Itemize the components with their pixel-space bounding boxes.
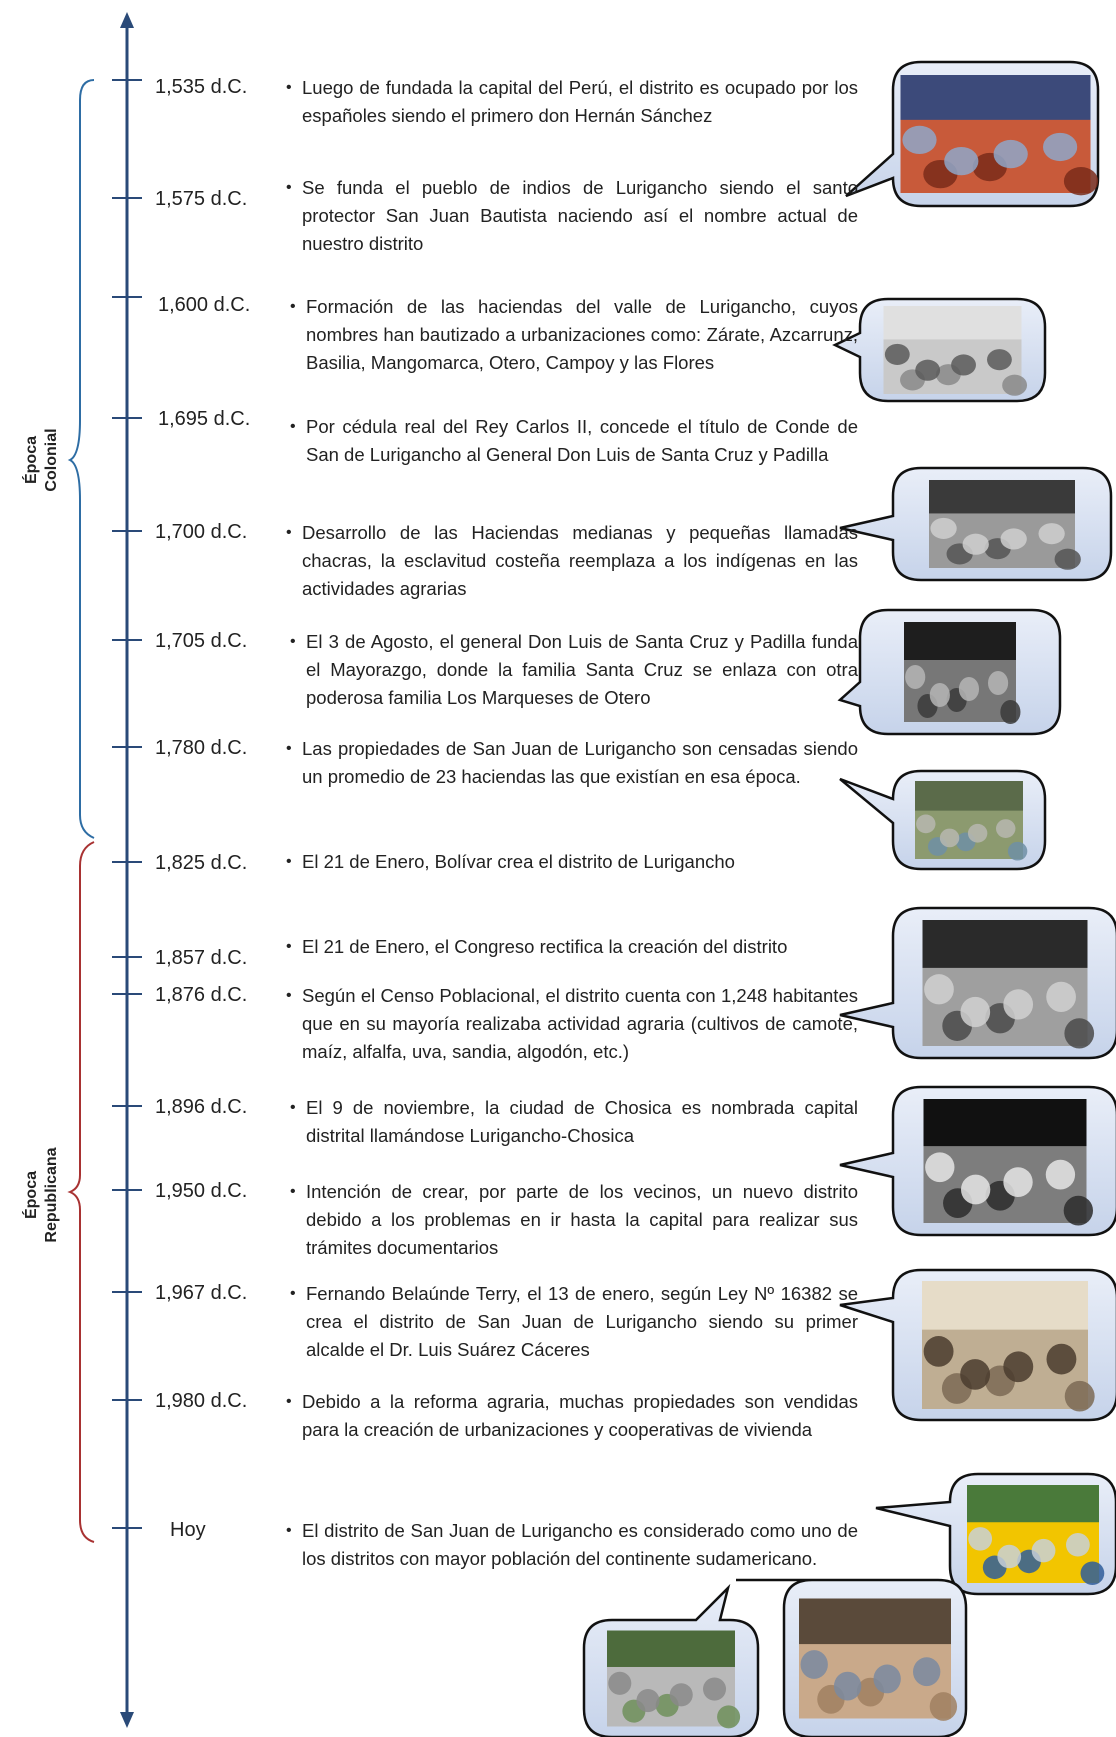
- event-year: 1,535 d.C.: [155, 76, 248, 98]
- photo-image: [923, 1099, 1094, 1226]
- photo-callout: [839, 1085, 1116, 1237]
- photo-image: [922, 1281, 1095, 1412]
- event-year: 1,700 d.C.: [155, 521, 248, 543]
- event-text: Fernando Belaúnde Terry, el 13 de enero,…: [288, 1280, 858, 1364]
- event-year: Hoy: [170, 1519, 206, 1541]
- photo-callout: [837, 608, 1062, 736]
- event-year: 1,705 d.C.: [155, 630, 248, 652]
- event-text: Formación de las haciendas del valle de …: [288, 293, 858, 377]
- photo-image: [607, 1630, 741, 1729]
- photo-callout: [832, 297, 1047, 403]
- era-colonial-label: Época Colonial: [23, 428, 60, 492]
- photo-callout: [845, 60, 1100, 208]
- era-republicana-label: Época Republicana: [23, 1147, 60, 1243]
- event-text: Intención de crear, por parte de los vec…: [288, 1178, 858, 1262]
- event-text: El distrito de San Juan de Lurigancho es…: [284, 1517, 858, 1573]
- photo-image: [967, 1485, 1105, 1585]
- event-text: Según el Censo Poblacional, el distrito …: [284, 982, 858, 1066]
- event-year: 1,967 d.C.: [155, 1282, 248, 1304]
- photo-callout: [839, 769, 1047, 871]
- event-text: Luego de fundada la capital del Perú, el…: [284, 74, 858, 130]
- photo-callout: [839, 1268, 1116, 1422]
- event-text: Desarrollo de las Haciendas medianas y p…: [284, 519, 858, 603]
- republicana-brace: [67, 841, 95, 1543]
- photo-image: [900, 75, 1099, 196]
- event-year: 1,695 d.C.: [158, 408, 251, 430]
- photo-image: [915, 781, 1028, 861]
- photo-callout: [582, 1583, 760, 1737]
- event-year: 1,825 d.C.: [155, 852, 248, 874]
- photo-image: [904, 622, 1021, 724]
- photo-callout: [839, 466, 1113, 582]
- event-year: 1,950 d.C.: [155, 1180, 248, 1202]
- event-text: Debido a la reforma agraria, muchas prop…: [284, 1388, 858, 1444]
- event-text: Se funda el pueblo de indios de Luriganc…: [284, 174, 858, 258]
- photo-callout: [839, 906, 1116, 1060]
- photo-image: [929, 480, 1081, 570]
- event-year: 1,980 d.C.: [155, 1390, 248, 1412]
- colonial-brace: [67, 79, 95, 839]
- event-text: Por cédula real del Rey Carlos II, conce…: [288, 413, 858, 469]
- photo-image: [883, 306, 1028, 396]
- event-year: 1,575 d.C.: [155, 188, 248, 210]
- event-text: El 9 de noviembre, la ciudad de Chosica …: [288, 1094, 858, 1150]
- photo-image: [922, 920, 1095, 1049]
- axis-arrow-up: [120, 12, 134, 28]
- event-year: 1,780 d.C.: [155, 737, 248, 759]
- axis-arrow-down: [120, 1712, 134, 1728]
- event-text: El 3 de Agosto, el general Don Luis de S…: [288, 628, 858, 712]
- event-text: El 21 de Enero, Bolívar crea el distrito…: [284, 848, 858, 876]
- event-text: El 21 de Enero, el Congreso rectifica la…: [284, 933, 858, 961]
- event-year: 1,876 d.C.: [155, 984, 248, 1006]
- photo-callout: [875, 1472, 1116, 1596]
- photo-image: [799, 1598, 958, 1721]
- event-text: Las propiedades de San Juan de Luriganch…: [284, 735, 858, 791]
- event-year: 1,896 d.C.: [155, 1096, 248, 1118]
- event-year: 1,600 d.C.: [158, 294, 251, 316]
- event-year: 1,857 d.C.: [155, 947, 248, 969]
- photo-callout: [736, 1578, 968, 1737]
